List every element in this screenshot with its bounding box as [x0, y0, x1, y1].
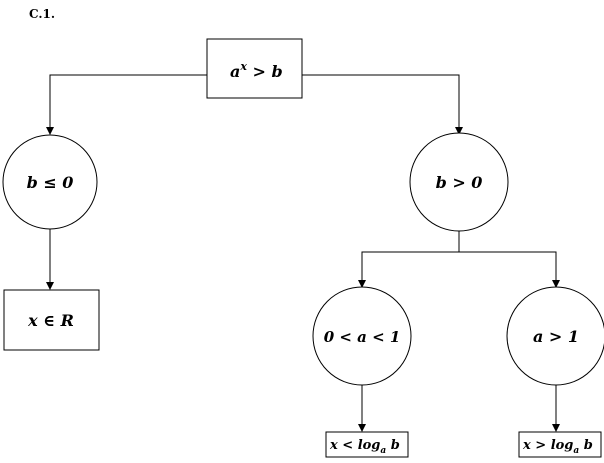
mid-result-node: x < loga b [325, 431, 409, 458]
root-base: a [230, 62, 240, 81]
svg-text:ax > b: ax > b [230, 60, 283, 81]
section-label: C.1. [29, 7, 55, 21]
root-rest: > b [247, 62, 283, 81]
left-result-node: x ∈ R [3, 289, 100, 351]
left-result-text: x ∈ R [27, 311, 74, 330]
mid-result-rhs: b [386, 438, 400, 453]
far-result-lhs: x > log [522, 438, 573, 453]
left-condition-text: b ≤ 0 [27, 173, 74, 192]
left-condition-node: b ≤ 0 [2, 134, 98, 230]
connector-root-left [46, 74, 207, 135]
connectors [46, 74, 560, 432]
far-result-sub: a [573, 446, 579, 456]
root-exponent: x [239, 60, 247, 73]
right-condition-node: b > 0 [409, 132, 509, 232]
svg-text:x < loga b: x < loga b [329, 438, 400, 456]
mid-condition-text: 0 < a < 1 [324, 328, 401, 346]
mid-result-lhs: x < log [329, 438, 380, 453]
mid-condition-node: 0 < a < 1 [312, 286, 412, 386]
far-condition-text: a > 1 [533, 327, 579, 346]
far-condition-node: a > 1 [506, 286, 604, 386]
connector-right-split-far [459, 251, 560, 288]
root-node: ax > b [206, 38, 303, 99]
right-condition-text: b > 0 [436, 173, 483, 192]
connector-right-split [358, 231, 460, 288]
svg-text:x > loga b: x > loga b [522, 438, 593, 456]
connector-root-right [302, 74, 463, 135]
far-result-node: x > loga b [518, 431, 602, 458]
far-result-rhs: b [579, 438, 593, 453]
mid-result-sub: a [380, 446, 386, 456]
